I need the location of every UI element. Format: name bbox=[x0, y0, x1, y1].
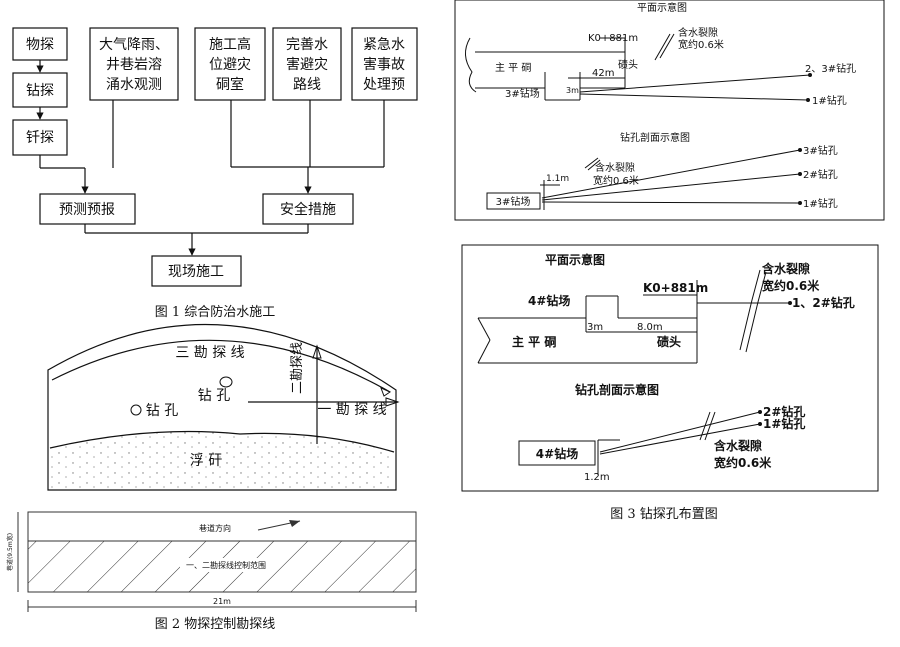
fig3-top-sec-fissure: 含水裂隙 bbox=[595, 161, 635, 174]
fig3-top-sec-h2: 2#钻孔 bbox=[803, 168, 838, 181]
exploration-line-2: 二勘探线 bbox=[290, 342, 305, 394]
fig3-top-section-title: 钻孔剖面示意图 bbox=[620, 131, 690, 144]
box-shelter-line3: 硐室 bbox=[216, 76, 244, 93]
fig3-top-sec-width: 宽约0.6米 bbox=[593, 174, 639, 187]
drill-hole-label-top: 钻 孔 bbox=[198, 388, 230, 404]
box-geophysical: 物探 bbox=[26, 37, 54, 53]
fig3-top-hole-1: 1#钻孔 bbox=[812, 94, 847, 107]
fig3-bottom-sec-height: 1.2m bbox=[584, 472, 610, 483]
fig3-bottom-panel bbox=[461, 244, 879, 492]
fig3-top-drift: 碛头 bbox=[618, 59, 638, 71]
box-emergency-line1: 紧急水 bbox=[363, 37, 405, 53]
fig3-bottom-sec-fissure: 含水裂隙 bbox=[714, 438, 762, 453]
fig3-top-section bbox=[486, 149, 801, 210]
fig3-top-depth: 3m bbox=[566, 86, 579, 95]
fig3-top-sec-site: 3#钻场 bbox=[496, 195, 531, 208]
fig3-bottom-fissure-width: 宽约0.6米 bbox=[761, 278, 820, 293]
exploration-line-3: 三 勘 探 线 bbox=[175, 345, 244, 361]
box-emergency-line3: 处理预 bbox=[363, 77, 405, 93]
box-rain-line3: 涌水观测 bbox=[106, 77, 162, 93]
fig3-bottom-section-title: 钻孔剖面示意图 bbox=[575, 382, 659, 397]
fig3-bottom-sec-h1: 1#钻孔 bbox=[763, 416, 805, 431]
fig3-bottom-sec-width: 宽约0.6米 bbox=[713, 455, 772, 470]
exploration-line-1: 一 勘 探 线 bbox=[317, 402, 386, 418]
fig3-top-fissure-width: 宽约0.6米 bbox=[678, 38, 724, 51]
roadway-direction: 巷道方向 bbox=[199, 523, 231, 533]
fig3-bottom-site: 4#钻场 bbox=[528, 293, 570, 308]
box-forecast: 预测预报 bbox=[59, 202, 115, 218]
fig3-bottom-section bbox=[518, 411, 761, 475]
width-label: 21m bbox=[213, 597, 231, 606]
fig3-bottom-tunnel: 主 平 硐 bbox=[512, 334, 556, 349]
box-probing: 钎探 bbox=[26, 130, 54, 146]
fig3-top-k-label: K0+881m bbox=[588, 33, 638, 44]
fig3-top-tunnel: 主 平 硐 bbox=[495, 62, 531, 74]
fig3-top-fissure: 含水裂隙 bbox=[678, 26, 718, 39]
fig3-bottom-sec-site: 4#钻场 bbox=[536, 446, 578, 461]
roadway-side-label: 巷道(9.5m宽) bbox=[6, 533, 14, 571]
box-rain-line1: 大气降雨、 bbox=[99, 37, 169, 53]
fig3-bottom-k-label: K0+881m bbox=[643, 281, 708, 295]
fig2-caption: 图 2 物探控制勘探线 bbox=[155, 617, 276, 632]
fig3-bottom-drift: 碛头 bbox=[657, 334, 681, 349]
fig3-bottom-plan-title: 平面示意图 bbox=[545, 252, 605, 267]
box-route-line2: 害避灾 bbox=[286, 56, 328, 73]
fig3-top-sec-height: 1.1m bbox=[546, 174, 569, 184]
fig3-caption: 图 3 钻探孔布置图 bbox=[610, 507, 718, 522]
fig3-bottom-sec-h2: 2#钻孔 bbox=[763, 404, 805, 419]
fig3-top-panel bbox=[454, 0, 885, 221]
fig3-top-plan-title: 平面示意图 bbox=[637, 1, 687, 14]
box-shelter-line1: 施工高 bbox=[209, 36, 251, 53]
box-shelter-line2: 位避灾 bbox=[209, 56, 251, 73]
box-safety: 安全措施 bbox=[280, 201, 336, 218]
fig3-bottom-fissure: 含水裂隙 bbox=[762, 261, 810, 276]
fig1-text: 物探 钻探 钎探 大气降雨、 井巷岩溶 涌水观测 施工高 位避灾 硐室 完善水 … bbox=[26, 36, 405, 280]
fig3-top-dist: 42m bbox=[592, 68, 614, 79]
box-route-line1: 完善水 bbox=[286, 37, 328, 53]
box-drilling: 钻探 bbox=[26, 83, 54, 99]
fig3-bottom-holes-12: 1、2#钻孔 bbox=[792, 295, 855, 310]
fig1-flowchart bbox=[12, 27, 418, 287]
drill-hole-label-left: 钻 孔 bbox=[146, 403, 178, 419]
fig3-bottom-dist: 8.0m bbox=[637, 322, 663, 333]
box-rain-line2: 井巷岩溶 bbox=[106, 57, 162, 73]
fig3-bottom-depth: 3m bbox=[587, 322, 603, 333]
loose-rock-label: 浮 矸 bbox=[190, 453, 222, 469]
box-route-line3: 路线 bbox=[293, 77, 321, 93]
fig2-upper-diagram bbox=[47, 323, 400, 491]
fig3-top-sec-h1: 1#钻孔 bbox=[803, 197, 838, 210]
fig3-top-site: 3#钻场 bbox=[505, 87, 540, 100]
fig3-top-sec-h3: 3#钻孔 bbox=[803, 144, 838, 157]
box-site-construction: 现场施工 bbox=[168, 264, 224, 280]
fig1-caption: 图 1 综合防治水施工 bbox=[155, 304, 276, 320]
box-emergency-line2: 害事故 bbox=[363, 57, 405, 73]
fig3-top-holes-23: 2、3#钻孔 bbox=[805, 62, 856, 75]
control-range-label: 一、二勘探线控制范围 bbox=[186, 560, 266, 570]
